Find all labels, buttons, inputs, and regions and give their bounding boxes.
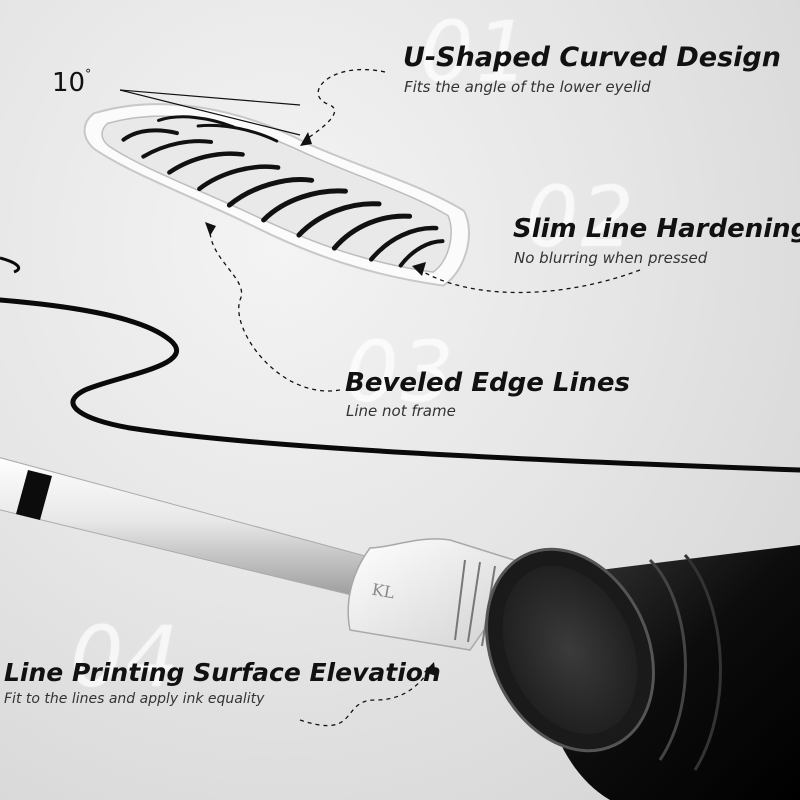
feature-title-02: Slim Line Hardening <box>513 214 800 244</box>
feature-number-03: 03 <box>345 323 456 421</box>
arrow-heads <box>205 132 436 676</box>
feature-title-01: U-Shaped Curved Design <box>403 42 781 73</box>
applicator-stick: KL <box>0 457 532 651</box>
stamp-pad <box>83 103 470 287</box>
feature-number-01: 01 <box>420 3 531 101</box>
feature-subtitle-03: Line not frame <box>346 402 456 420</box>
eyeliner-stroke-tail <box>0 256 21 274</box>
callout-arrows <box>209 68 641 727</box>
feature-subtitle-04: Fit to the lines and apply ink equality <box>4 691 265 707</box>
svg-text:KL: KL <box>370 580 396 603</box>
feature-subtitle-01: Fits the angle of the lower eyelid <box>404 78 651 96</box>
ink-container <box>485 545 800 800</box>
eyeliner-stroke <box>0 297 800 473</box>
feature-subtitle-02: No blurring when pressed <box>514 249 708 267</box>
angle-indicator <box>119 89 301 136</box>
feature-number-02: 02 <box>525 168 636 266</box>
feature-number-04: 04 <box>70 608 181 706</box>
feature-title-03: Beveled Edge Lines <box>345 368 631 398</box>
angle-label: 10° <box>52 67 92 98</box>
feature-title-04: Line Printing Surface Elevation <box>4 658 441 687</box>
angle-value: 10 <box>52 68 86 98</box>
lash-pattern <box>121 115 445 268</box>
angle-unit: ° <box>85 67 92 81</box>
